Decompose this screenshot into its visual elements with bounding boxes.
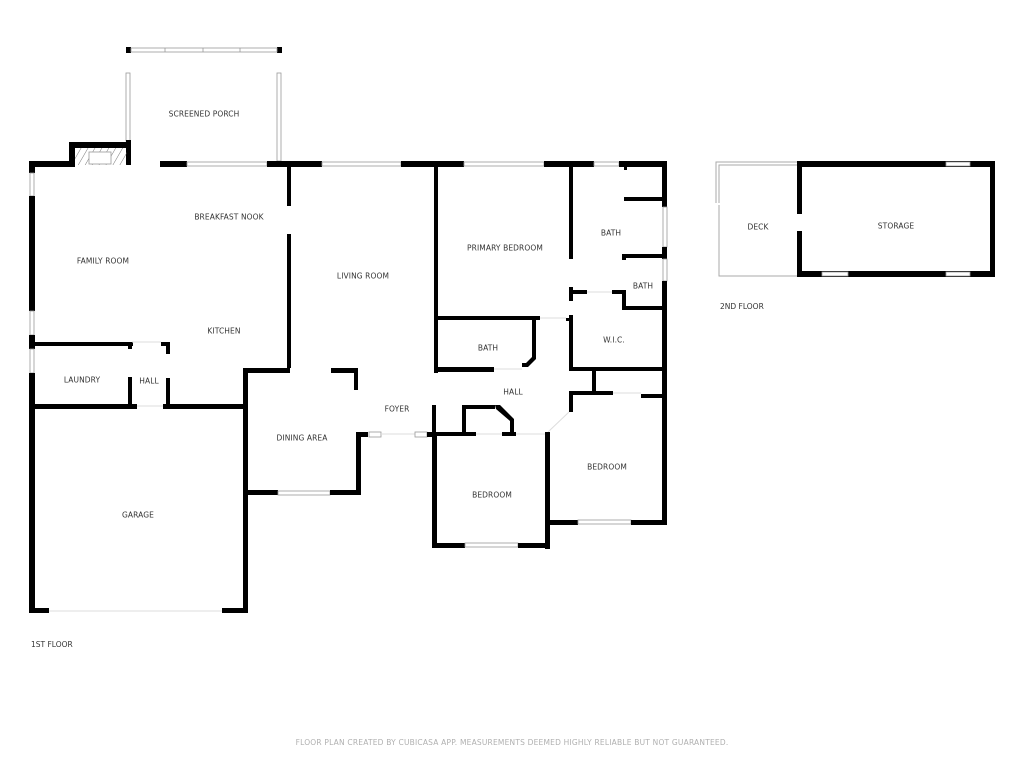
room-label-family-room: FAMILY ROOM	[76, 256, 130, 266]
room-label-breakfast-nook: BREAKFAST NOOK	[194, 212, 264, 222]
room-label-dining-area: DINING AREA	[276, 433, 328, 443]
floor-label-first: 1ST FLOOR	[31, 640, 73, 649]
screened-porch-walls	[125, 47, 282, 165]
room-label-foyer: FOYER	[384, 404, 410, 414]
fireplace	[69, 142, 131, 166]
room-label-wic: W.I.C.	[603, 335, 625, 345]
room-label-bedroom-right: BEDROOM	[587, 462, 627, 472]
room-label-garage: GARAGE	[122, 510, 154, 520]
room-label-primary-bedroom: PRIMARY BEDROOM	[467, 243, 543, 253]
room-label-bath-upper: BATH	[600, 228, 622, 238]
east-baths-walls	[569, 161, 668, 525]
room-label-bedroom-left: BEDROOM	[472, 490, 512, 500]
room-label-bath-small: BATH	[632, 281, 654, 291]
footer-disclaimer: FLOOR PLAN CREATED BY CUBICASA APP. MEAS…	[295, 738, 729, 747]
second-floor-walls	[715, 161, 995, 277]
room-label-bath-primary: BATH	[477, 343, 499, 353]
primary-suite-walls	[434, 161, 624, 373]
interior-walls-west	[29, 161, 291, 409]
room-label-hall-laundry: HALL	[139, 376, 159, 386]
floor-label-second: 2ND FLOOR	[720, 302, 764, 311]
bedroom-walls	[432, 405, 667, 549]
room-label-laundry: LAUNDRY	[63, 375, 101, 385]
room-label-living-room: LIVING ROOM	[336, 271, 390, 281]
exterior-wall-left	[29, 161, 35, 613]
dining-foyer-walls	[243, 368, 437, 496]
room-label-hall-center: HALL	[503, 387, 523, 397]
room-label-kitchen: KITCHEN	[207, 326, 241, 336]
room-label-screened-porch: SCREENED PORCH	[168, 109, 240, 119]
room-label-storage: STORAGE	[877, 221, 915, 231]
room-label-deck: DECK	[747, 222, 769, 232]
